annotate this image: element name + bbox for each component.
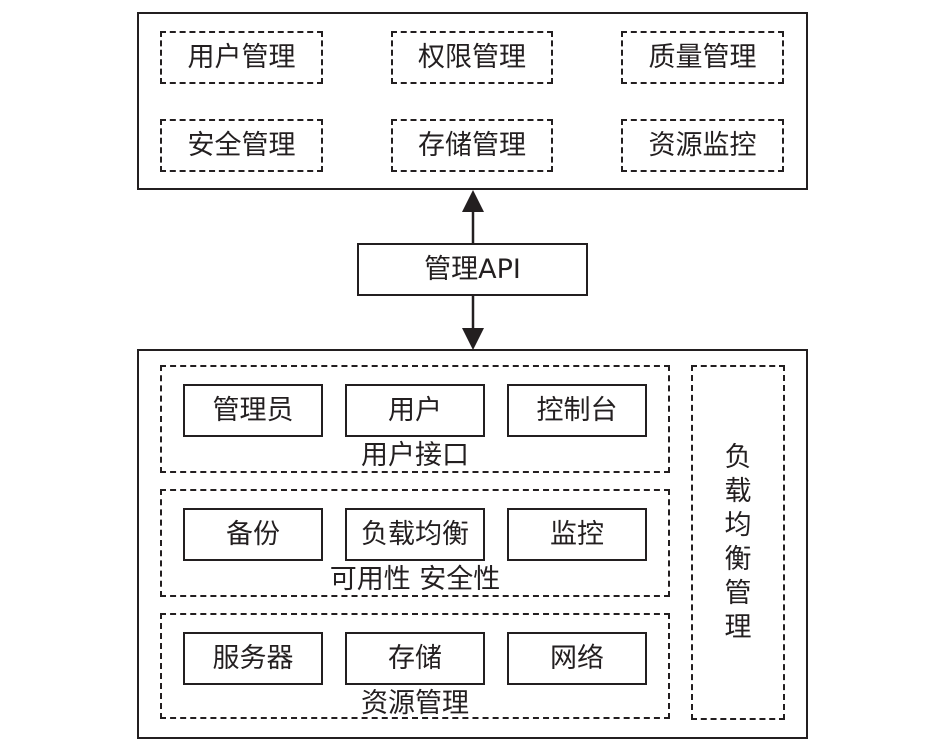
module-user-management: 用户管理 bbox=[160, 31, 323, 84]
item-label: 服务器 bbox=[212, 643, 294, 674]
user-interface-caption: 用户接口 bbox=[361, 440, 469, 471]
item-label: 控制台 bbox=[536, 395, 618, 426]
item-storage: 存储 bbox=[345, 632, 485, 685]
item-load-balancing: 负载均衡 bbox=[345, 508, 485, 561]
module-label: 用户管理 bbox=[187, 42, 296, 73]
management-modules-panel bbox=[137, 12, 808, 190]
module-resource-monitoring: 资源监控 bbox=[621, 119, 784, 172]
module-label: 存储管理 bbox=[418, 130, 526, 161]
resource-management-layer: 资源管理 bbox=[160, 613, 670, 719]
module-quality-management: 质量管理 bbox=[621, 31, 784, 84]
management-api-label: 管理API bbox=[424, 254, 521, 285]
vertical-char: 理 bbox=[724, 611, 752, 643]
item-monitoring: 监控 bbox=[507, 508, 647, 561]
module-label: 权限管理 bbox=[418, 42, 526, 73]
item-label: 监控 bbox=[550, 519, 604, 550]
item-label: 用户 bbox=[388, 395, 442, 426]
arrow-up-to-top-panel bbox=[462, 190, 484, 243]
resource-management-caption: 资源管理 bbox=[361, 688, 469, 719]
availability-security-layer: 可用性 安全性 bbox=[160, 489, 670, 597]
item-label: 网络 bbox=[550, 643, 604, 674]
item-label: 备份 bbox=[226, 519, 280, 550]
load-balancing-management-column: 负 载 均 衡 管 理 bbox=[691, 365, 785, 720]
item-server: 服务器 bbox=[183, 632, 323, 685]
module-label: 资源监控 bbox=[648, 130, 757, 161]
module-label: 安全管理 bbox=[187, 130, 296, 161]
item-backup: 备份 bbox=[183, 508, 323, 561]
vertical-char: 衡 bbox=[724, 543, 752, 575]
vertical-char: 管 bbox=[724, 577, 752, 609]
item-user: 用户 bbox=[345, 384, 485, 437]
module-label: 质量管理 bbox=[648, 42, 757, 73]
item-label: 负载均衡 bbox=[361, 519, 469, 550]
vertical-char: 均 bbox=[724, 509, 752, 541]
user-interface-layer: 用户接口 bbox=[160, 365, 670, 473]
arrow-down-to-bottom-panel bbox=[462, 296, 484, 350]
item-label: 存储 bbox=[388, 643, 442, 674]
module-permission-management: 权限管理 bbox=[391, 31, 553, 84]
vertical-char: 负 bbox=[724, 441, 752, 473]
item-console: 控制台 bbox=[507, 384, 647, 437]
availability-security-caption: 可用性 安全性 bbox=[329, 564, 501, 595]
item-network: 网络 bbox=[507, 632, 647, 685]
module-security-management: 安全管理 bbox=[160, 119, 323, 172]
item-label: 管理员 bbox=[212, 395, 294, 426]
module-storage-management: 存储管理 bbox=[391, 119, 553, 172]
management-api-box: 管理API bbox=[357, 243, 588, 296]
vertical-char: 载 bbox=[724, 475, 752, 507]
item-administrator: 管理员 bbox=[183, 384, 323, 437]
